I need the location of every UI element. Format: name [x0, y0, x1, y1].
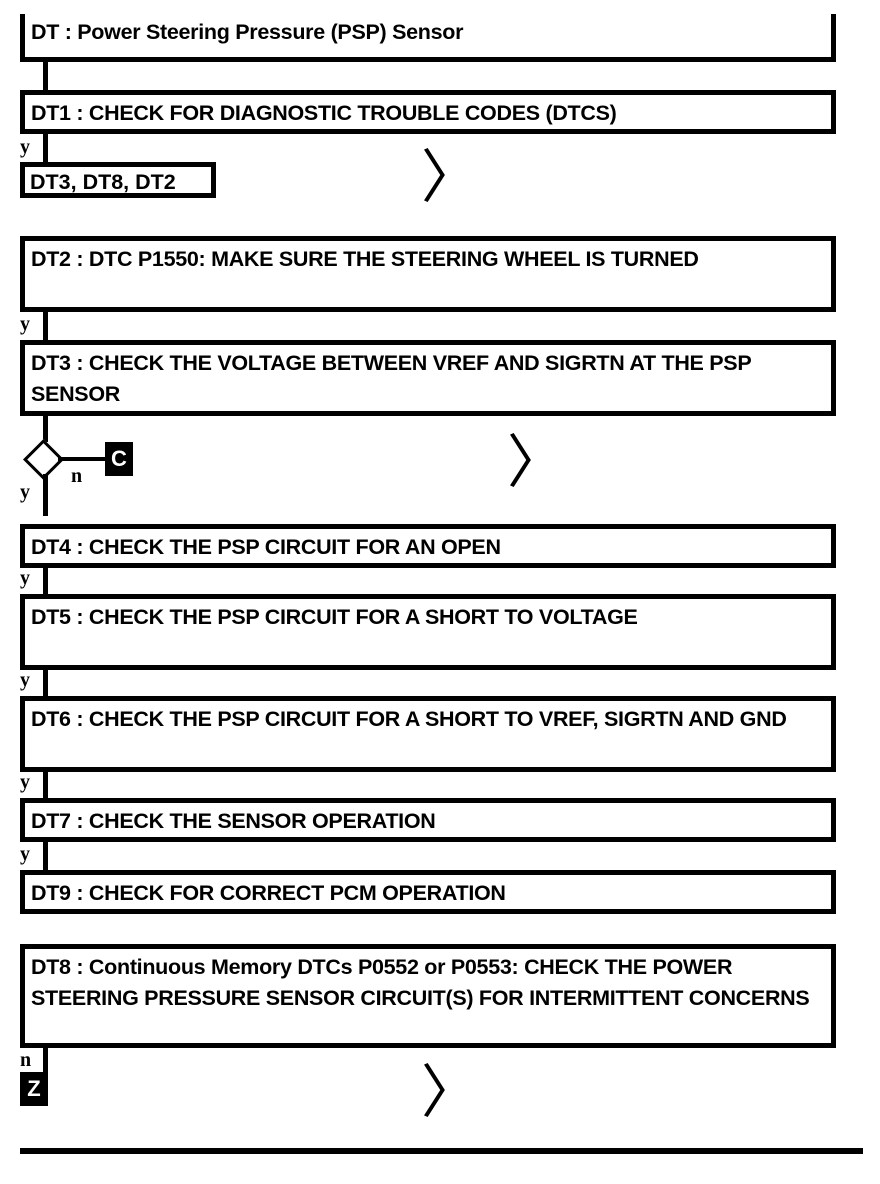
reference-box-dt3-dt8-dt2[interactable]: DT3, DT8, DT2 [20, 162, 216, 198]
step-box-dt2[interactable]: DT2 : DTC P1550: MAKE SURE THE STEERING … [20, 236, 836, 312]
branch-label-dt2-yes: y [20, 313, 30, 335]
connector-dt4-to-dt5 [43, 568, 48, 594]
connector-dt1-to-ref [43, 134, 48, 162]
offpage-connector-z-label: Z [26, 1076, 42, 1101]
chevron-3-icon: 〉 [421, 1060, 480, 1125]
offpage-connector-c-label: C [110, 446, 128, 471]
step-box-dt4[interactable]: DT4 : CHECK THE PSP CIRCUIT FOR AN OPEN [20, 524, 836, 568]
step-box-dt9[interactable]: DT9 : CHECK FOR CORRECT PCM OPERATION [20, 870, 836, 914]
step-box-dt[interactable]: DT : Power Steering Pressure (PSP) Senso… [20, 14, 836, 62]
branch-label-dt5-yes: y [20, 669, 30, 691]
step-box-dt7[interactable]: DT7 : CHECK THE SENSOR OPERATION [20, 798, 836, 842]
connector-dt-to-dt1 [43, 62, 48, 90]
connector-decision-to-dt4 [43, 474, 48, 516]
bottom-divider [20, 1148, 863, 1154]
branch-label-dt3-yes: y [20, 481, 30, 503]
branch-label-dt6-yes: y [20, 771, 30, 793]
step-box-dt1[interactable]: DT1 : CHECK FOR DIAGNOSTIC TROUBLE CODES… [20, 90, 836, 134]
branch-label-dt7-yes: y [20, 843, 30, 865]
branch-label-dt8-no: n [20, 1049, 32, 1071]
branch-label-dt4-yes: y [20, 567, 30, 589]
step-box-dt5[interactable]: DT5 : CHECK THE PSP CIRCUIT FOR A SHORT … [20, 594, 836, 670]
step-box-dt6[interactable]: DT6 : CHECK THE PSP CIRCUIT FOR A SHORT … [20, 696, 836, 772]
chevron-2-icon: 〉 [507, 430, 566, 495]
step-box-dt3[interactable]: DT3 : CHECK THE VOLTAGE BETWEEN VREF AND… [20, 340, 836, 416]
connector-dt3-to-decision [43, 416, 48, 442]
chevron-1-icon: 〉 [421, 145, 480, 210]
branch-label-dt1-yes: y [20, 136, 30, 158]
offpage-connector-z[interactable]: Z [20, 1072, 48, 1106]
offpage-connector-c[interactable]: C [105, 442, 133, 476]
connector-dt6-to-dt7 [43, 772, 48, 798]
step-box-dt8[interactable]: DT8 : Continuous Memory DTCs P0552 or P0… [20, 944, 836, 1048]
branch-label-dt3-no: n [71, 465, 83, 487]
connector-decision-to-c [58, 457, 105, 461]
connector-dt2-to-dt3 [43, 312, 48, 340]
connector-dt7-to-dt9 [43, 842, 48, 870]
connector-dt8-to-z [43, 1048, 48, 1074]
connector-dt5-to-dt6 [43, 670, 48, 696]
